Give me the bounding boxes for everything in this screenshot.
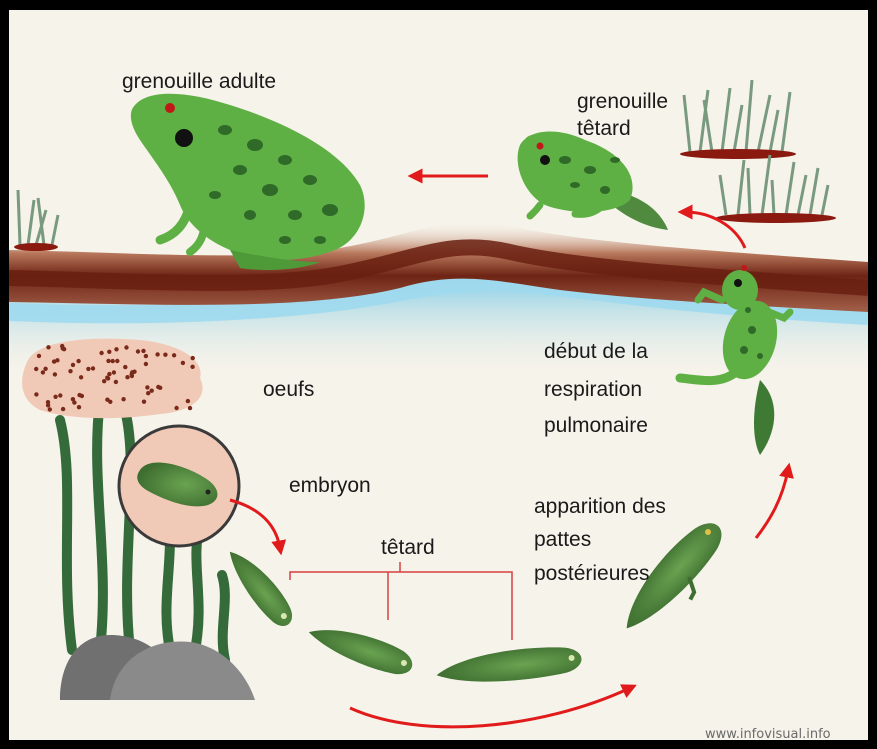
egg-dot [106, 359, 110, 363]
egg-dot [188, 406, 192, 410]
egg-dot [130, 374, 134, 378]
tadpole-icon [220, 543, 300, 632]
egg-dot [77, 405, 81, 409]
egg-dot [60, 344, 64, 348]
label-froglet-line2: têtard [577, 115, 631, 142]
egg-dot [71, 363, 75, 367]
tadpole-icon [304, 619, 416, 680]
egg-dot [48, 407, 52, 411]
egg-dot [136, 349, 140, 353]
egg-dot [34, 392, 38, 396]
egg-dot [112, 370, 116, 374]
label-tadpole: têtard [381, 534, 435, 561]
egg-dot [115, 359, 119, 363]
egg-dot [99, 351, 103, 355]
grass-tuft-icon [680, 80, 796, 159]
egg-dot [58, 393, 62, 397]
egg-dot [114, 347, 118, 351]
tetard-bracket [290, 562, 512, 640]
egg-dot [79, 375, 83, 379]
egg-dot [91, 366, 95, 370]
egg-dot [53, 372, 57, 376]
egg-dot [123, 365, 127, 369]
label-lung-line2: respiration [544, 376, 642, 403]
egg-dot [191, 356, 195, 360]
life-cycle-scene [9, 10, 868, 740]
egg-dot [76, 359, 80, 363]
froglet-icon [518, 132, 668, 230]
egg-dot [71, 397, 75, 401]
egg-dot [68, 369, 72, 373]
label-adult-frog: grenouille adulte [122, 68, 276, 95]
egg-dot [111, 359, 115, 363]
egg-dot [155, 352, 159, 356]
label-legs-line2: pattes [534, 526, 591, 553]
egg-dot [174, 406, 178, 410]
egg-dot [34, 367, 38, 371]
watermark: www.infovisual.info [705, 727, 831, 742]
egg-dot [125, 375, 129, 379]
egg-dot [141, 349, 145, 353]
egg-dot [55, 358, 59, 362]
adult-frog-icon [131, 94, 365, 270]
egg-dot [142, 400, 146, 404]
egg-dot [181, 361, 185, 365]
eggs-cluster-icon [22, 339, 202, 418]
arrow-tadpole-to-legs [350, 688, 630, 727]
egg-dot [46, 345, 50, 349]
egg-dot [150, 389, 154, 393]
egg-dot [114, 380, 118, 384]
egg-dot [121, 397, 125, 401]
label-legs-line3: postérieures [534, 560, 650, 587]
label-embryo: embryon [289, 472, 371, 499]
egg-dot [41, 370, 45, 374]
egg-dot [43, 367, 47, 371]
label-lung-line1: début de la [544, 338, 648, 365]
egg-dot [108, 400, 112, 404]
egg-dot [144, 354, 148, 358]
egg-dot [53, 395, 57, 399]
egg-dot [124, 345, 128, 349]
label-froglet-line1: grenouille [577, 88, 668, 115]
label-legs-line1: apparition des [534, 493, 666, 520]
egg-dot [107, 350, 111, 354]
egg-dot [37, 354, 41, 358]
grass-tuft-icon [716, 155, 836, 223]
egg-dot [190, 365, 194, 369]
egg-dot [86, 367, 90, 371]
label-eggs: oeufs [263, 376, 314, 403]
egg-dot [172, 353, 176, 357]
tadpole-icon [435, 643, 583, 689]
arrow-embryo-to-tadpole [230, 500, 280, 548]
label-lung-line3: pulmonaire [544, 412, 648, 439]
egg-dot [102, 379, 106, 383]
embryo-icon [119, 426, 239, 546]
egg-dot [144, 362, 148, 366]
grass-tuft-icon [14, 190, 58, 251]
egg-dot [107, 372, 111, 376]
egg-dot [145, 385, 149, 389]
egg-dot [156, 385, 160, 389]
egg-dot [46, 403, 50, 407]
egg-dot [163, 353, 167, 357]
egg-dot [77, 393, 81, 397]
egg-dot [61, 407, 65, 411]
arrow-legs-to-lungs [756, 470, 788, 538]
egg-dot [186, 399, 190, 403]
